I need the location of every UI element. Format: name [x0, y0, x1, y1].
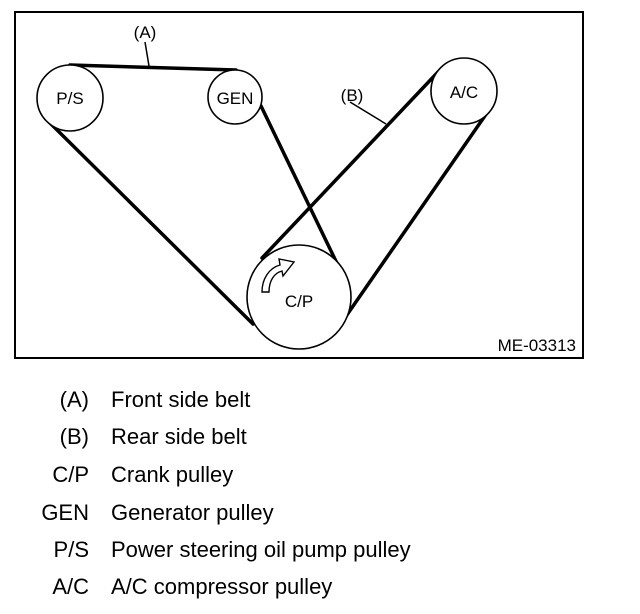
- belt-routing-diagram: P/S GEN A/C C/P (A) (B) ME-03313: [14, 11, 584, 359]
- legend-key: GEN: [41, 500, 89, 525]
- rear-belt-cp-to-ac: [260, 70, 440, 260]
- front-belt-gen-to-cp: [259, 104, 348, 284]
- legend-description: Rear side belt: [111, 424, 247, 449]
- legend-row-a: (A) Front side belt: [0, 385, 640, 415]
- legend-key: C/P: [52, 462, 89, 487]
- legend-description: Crank pulley: [111, 462, 234, 487]
- front-belt-top-span: [68, 63, 238, 72]
- gen-pulley: [207, 69, 263, 125]
- legend-key: (B): [59, 424, 89, 449]
- cp-label: C/P: [285, 292, 313, 311]
- legend-description: Generator pulley: [111, 500, 274, 525]
- legend-description: Front side belt: [111, 387, 251, 412]
- belt-a-leader: [144, 41, 150, 67]
- legend-row-gen: GEN Generator pulley: [0, 498, 640, 528]
- belt-b-label: (B): [341, 86, 364, 105]
- legend-description: Power steering oil pump pulley: [111, 537, 411, 562]
- rear-belt-ac-to-cp: [340, 108, 491, 324]
- legend-row-ac: A/C A/C compressor pulley: [0, 572, 640, 602]
- legend-key: (A): [59, 387, 89, 412]
- legend-row-b: (B) Rear side belt: [0, 422, 640, 452]
- legend-row-ps: P/S Power steering oil pump pulley: [0, 535, 640, 565]
- diagram-frame: [14, 11, 584, 359]
- ac-pulley: [430, 57, 498, 125]
- legend-key: P/S: [53, 537, 89, 562]
- belt-a-label: (A): [134, 23, 157, 42]
- legend-row-cp: C/P Crank pulley: [0, 460, 640, 490]
- gen-label: GEN: [217, 89, 254, 108]
- ac-label: A/C: [450, 83, 478, 102]
- belt-b-leader: [349, 101, 387, 125]
- front-belt-ps-to-cp: [46, 119, 255, 326]
- legend-key: A/C: [52, 574, 89, 599]
- rotation-arrow-icon: [261, 258, 296, 293]
- ps-pulley: [36, 64, 104, 132]
- figure-code: ME-03313: [498, 336, 576, 355]
- ps-label: P/S: [56, 89, 83, 108]
- legend-description: A/C compressor pulley: [111, 574, 333, 599]
